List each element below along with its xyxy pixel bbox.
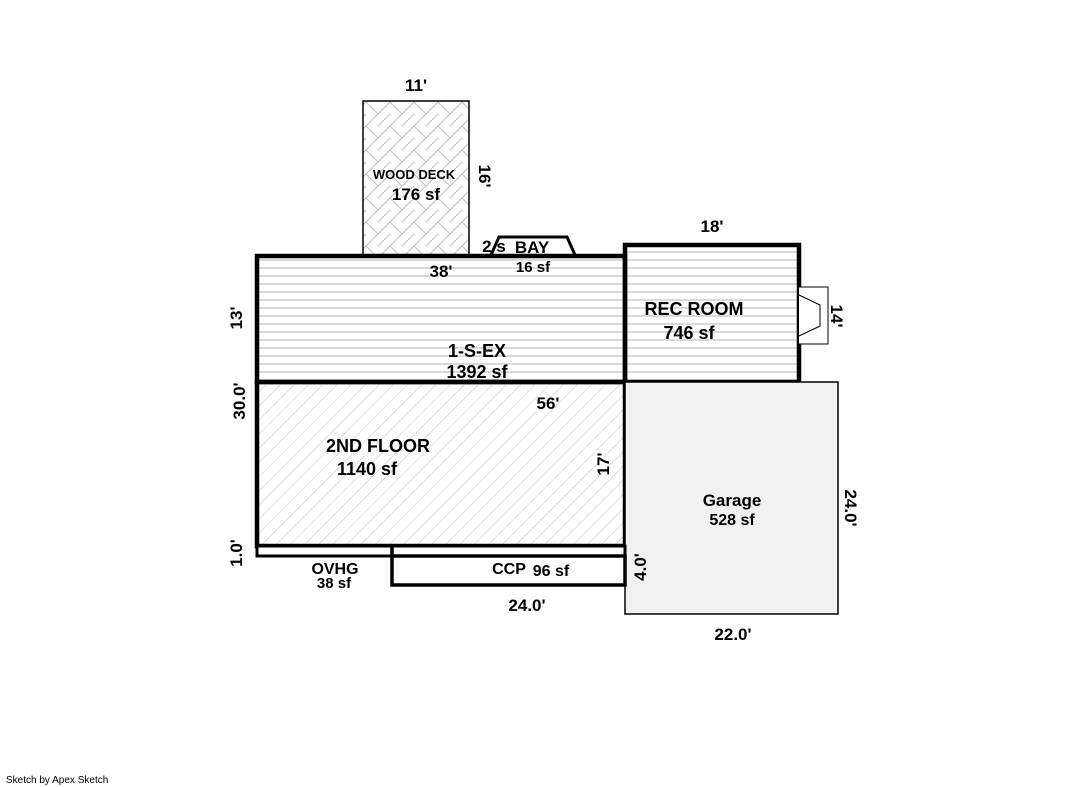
dimension-rec-width: 18': [701, 217, 724, 236]
sketch-credit: Sketch by Apex Sketch: [6, 775, 109, 786]
garage-sf: 528 sf: [709, 512, 755, 529]
garage-area: [624, 381, 839, 615]
rec-room-sf: 746 sf: [663, 323, 715, 343]
wood-deck-area: [362, 100, 470, 256]
dimension-rec-bump: 14': [827, 305, 846, 328]
bay-area: [489, 235, 577, 256]
second-floor-area: [254, 379, 628, 549]
bay-sf: 16 sf: [516, 259, 551, 276]
bay-label-left: 2 s: [482, 237, 506, 256]
one-s-ex-sf: 1392 sf: [446, 362, 508, 382]
rec-room-bump: [799, 286, 829, 345]
bay-label: BAY: [515, 238, 550, 257]
dimension-ovhg-left: 1.0': [227, 539, 246, 567]
wood-deck-label: WOOD DECK: [373, 167, 456, 182]
dimension-garage-bottom: 22.0': [714, 625, 751, 644]
dimension-second-width: 56': [537, 394, 560, 413]
rec-room-area: [622, 242, 802, 385]
rec-room-bump-inner: [798, 294, 821, 337]
dimension-ccp-right: 4.0': [631, 553, 650, 581]
ccp-area: [390, 554, 627, 587]
ovhg-sf: 38 sf: [317, 575, 352, 592]
ovhg-label: OVHG: [311, 561, 358, 578]
garage-label: Garage: [703, 491, 762, 510]
wood-deck-sf: 176 sf: [392, 185, 441, 204]
dimension-ccp-width: 24.0': [508, 596, 545, 615]
dimension-deck-depth: 16': [475, 165, 494, 188]
second-floor-sf: 1140 sf: [337, 459, 398, 479]
dimension-main-left-upper: 13': [227, 307, 246, 330]
dimension-second-right: 17': [594, 453, 613, 476]
dimension-main-left: 30.0': [230, 382, 249, 419]
ccp-sf: 96 sf: [533, 563, 570, 580]
ccp-label: CCP: [492, 561, 526, 578]
dimension-deck-width: 11': [405, 76, 427, 95]
rec-room-label: REC ROOM: [645, 299, 744, 319]
second-floor-label: 2ND FLOOR: [326, 436, 430, 456]
one-s-ex-label: 1-S-EX: [448, 341, 506, 361]
dimension-main-top: 38': [430, 262, 453, 281]
dimension-garage-right: 24.0': [841, 489, 860, 526]
